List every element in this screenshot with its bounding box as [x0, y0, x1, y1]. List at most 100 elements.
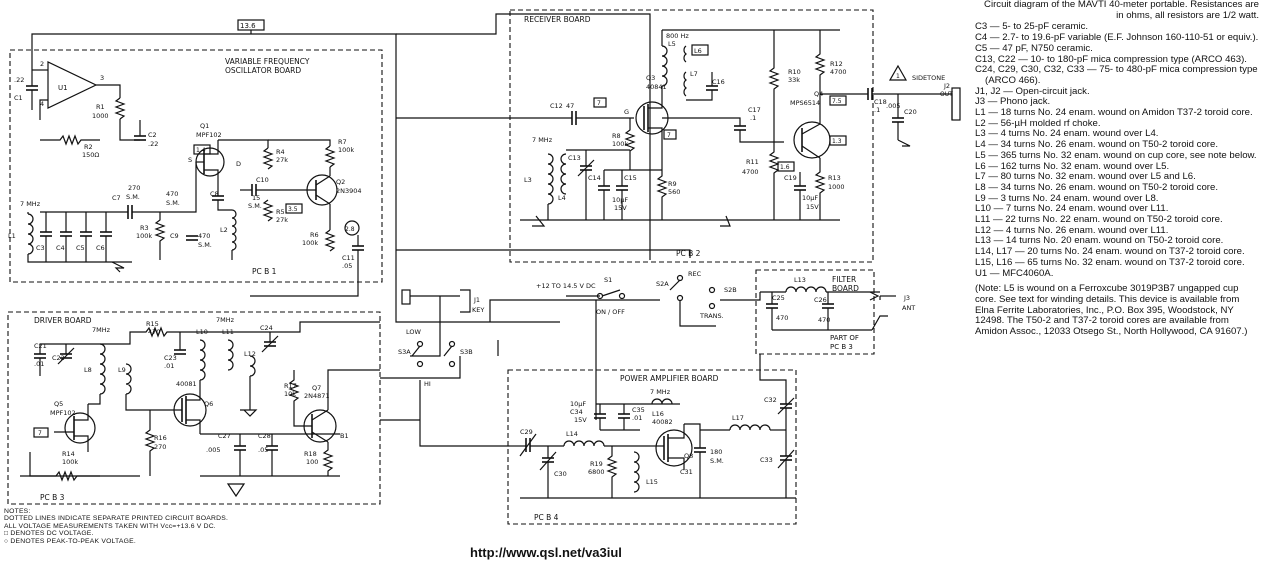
parts-list-item: L11 — 22 turns No. 22 enam. wound on T50… — [975, 214, 1223, 226]
receiver-board-title: RECEIVER BOARD — [524, 15, 591, 24]
svg-text:C19: C19 — [784, 174, 797, 182]
svg-text:27k: 27k — [276, 216, 288, 224]
svg-text:C5: C5 — [76, 244, 85, 252]
svg-text:C10: C10 — [256, 176, 269, 184]
svg-text:S1: S1 — [604, 276, 612, 284]
parts-list-item: L4 — 34 turns No. 26 enam. wound on T50-… — [975, 139, 1219, 151]
svg-text:C6: C6 — [96, 244, 105, 252]
source-url[interactable]: http://www.qsl.net/va3iul — [470, 545, 622, 560]
svg-text:C32: C32 — [764, 396, 777, 404]
svg-text:S.M.: S.M. — [248, 202, 262, 210]
svg-text:4700: 4700 — [742, 168, 759, 176]
parts-list-item: L15, L16 — 65 turns No. 32 enam. wound o… — [975, 256, 1245, 268]
svg-text:L16: L16 — [652, 410, 664, 418]
legend-note: (Note: L5 is wound on a Ferroxcube 3019P… — [975, 283, 1248, 338]
svg-text:R14: R14 — [62, 450, 75, 458]
parts-list-item: L10 — 7 turns No. 24 enam. wound over L1… — [975, 203, 1169, 215]
svg-text:800 Hz: 800 Hz — [666, 32, 689, 40]
svg-text:C20: C20 — [904, 108, 917, 116]
svg-text:S.M.: S.M. — [710, 457, 724, 465]
parts-list-item: L8 — 34 turns No. 26 enam. wound on T50-… — [975, 181, 1219, 193]
svg-text:C30: C30 — [554, 470, 567, 478]
vfo-circuit: U1 2 3 4 .22 C1 R1 1000 R2 150Ω C2 .22 — [8, 60, 364, 282]
parts-list-item: C24, C29, C30, C32, C33 — 75- to 480-pF … — [975, 64, 1258, 86]
svg-text:L4: L4 — [558, 194, 566, 202]
svg-text:40081: 40081 — [176, 380, 197, 388]
notes-line-1: DOTTED LINES INDICATE SEPARATE PRINTED C… — [4, 515, 229, 523]
svg-text:180: 180 — [710, 448, 722, 456]
parts-list-item: L14, L17 — 20 turns No. 24 enam. wound o… — [975, 246, 1245, 258]
svg-text:R18: R18 — [304, 450, 317, 458]
svg-text:2: 2 — [40, 60, 44, 68]
pa-board-title: POWER AMPLIFIER BOARD — [620, 374, 719, 383]
filter-part-of: PART OF — [830, 334, 859, 342]
svg-text:L5: L5 — [668, 40, 676, 48]
parts-list-item: L9 — 3 turns No. 24 enam. wound over L8. — [975, 192, 1159, 204]
svg-text:C23: C23 — [164, 354, 177, 362]
svg-text:.01: .01 — [632, 414, 642, 422]
svg-text:2N3904: 2N3904 — [336, 187, 362, 195]
svg-text:R15: R15 — [146, 320, 159, 328]
svg-text:B1: B1 — [340, 432, 349, 440]
svg-text:.05: .05 — [258, 446, 268, 454]
parts-list-item: C3 — 5- to 25-pF ceramic. — [975, 21, 1089, 33]
svg-text:U1: U1 — [58, 84, 68, 92]
svg-text:Q7: Q7 — [312, 384, 321, 392]
svg-text:S.M.: S.M. — [198, 241, 212, 249]
svg-text:C17: C17 — [748, 106, 761, 114]
notes-line-4: ○ DENOTES PEAK-TO-PEAK VOLTAGE. — [4, 537, 136, 545]
parts-list-item: C5 — 47 pF, N750 ceramic. — [975, 42, 1093, 54]
svg-text:1.3: 1.3 — [832, 138, 842, 145]
svg-text:3: 3 — [100, 74, 104, 82]
svg-text:LOW: LOW — [406, 328, 422, 336]
pa-board-outline — [507, 369, 797, 525]
svg-text:C11: C11 — [342, 254, 355, 262]
svg-text:HI: HI — [424, 380, 431, 388]
svg-text:Q2: Q2 — [336, 178, 345, 186]
svg-text:+12 TO 14.5 V DC: +12 TO 14.5 V DC — [536, 282, 596, 290]
svg-text:560: 560 — [668, 188, 680, 196]
schematic-notes: NOTES: DOTTED LINES INDICATE SEPARATE PR… — [4, 508, 228, 545]
svg-text:Q4: Q4 — [814, 90, 823, 98]
driver-board-title: DRIVER BOARD — [34, 316, 92, 325]
svg-text:100k: 100k — [302, 239, 318, 247]
svg-text:L6: L6 — [694, 47, 702, 55]
svg-text:L15: L15 — [646, 478, 658, 486]
svg-text:33k: 33k — [788, 76, 800, 84]
svg-text:C25: C25 — [772, 294, 785, 302]
svg-text:R11: R11 — [746, 158, 759, 166]
svg-text:270: 270 — [128, 184, 140, 192]
parts-list-item: U1 — MFC4060A. — [975, 267, 1054, 279]
svg-text:R12: R12 — [830, 60, 843, 68]
svg-text:C27: C27 — [218, 432, 231, 440]
svg-text:Q5: Q5 — [54, 400, 63, 408]
svg-text:S2A: S2A — [656, 280, 669, 288]
svg-text:7MHz: 7MHz — [92, 326, 111, 334]
parts-list-item: J3 — Phono jack. — [975, 96, 1051, 108]
svg-text:270: 270 — [154, 443, 166, 451]
svg-text:R5: R5 — [276, 208, 285, 216]
interboard-wiring — [31, 13, 881, 447]
svg-text:470: 470 — [148, 328, 160, 336]
notes-line-3: □ DENOTES DC VOLTAGE. — [4, 530, 94, 538]
svg-text:G: G — [624, 108, 629, 116]
svg-text:MPS6514: MPS6514 — [790, 99, 820, 107]
svg-text:Q8: Q8 — [684, 452, 693, 460]
svg-text:J1: J1 — [473, 296, 480, 304]
svg-text:1.6: 1.6 — [780, 164, 790, 171]
parts-list: C3 — 5- to 25-pF ceramic.C4 — 2.7- to 19… — [975, 22, 1259, 279]
parts-list-item: J1, J2 — Open-circuit jack. — [975, 85, 1090, 97]
svg-text:C24: C24 — [260, 324, 273, 332]
svg-text:S3B: S3B — [460, 348, 473, 356]
svg-text:L2: L2 — [220, 226, 228, 234]
svg-text:S.M.: S.M. — [166, 199, 180, 207]
svg-text:7 MHz: 7 MHz — [650, 388, 671, 396]
svg-text:L3: L3 — [524, 176, 532, 184]
svg-text:.01: .01 — [34, 360, 44, 368]
svg-text:C28: C28 — [258, 432, 271, 440]
vfo-pcb-label: PC B 1 — [252, 267, 277, 276]
svg-text:47: 47 — [566, 102, 574, 110]
filter-pcb-label: PC B 3 — [830, 343, 853, 351]
svg-text:C22: C22 — [52, 354, 65, 362]
svg-text:10µF: 10µF — [570, 400, 586, 408]
